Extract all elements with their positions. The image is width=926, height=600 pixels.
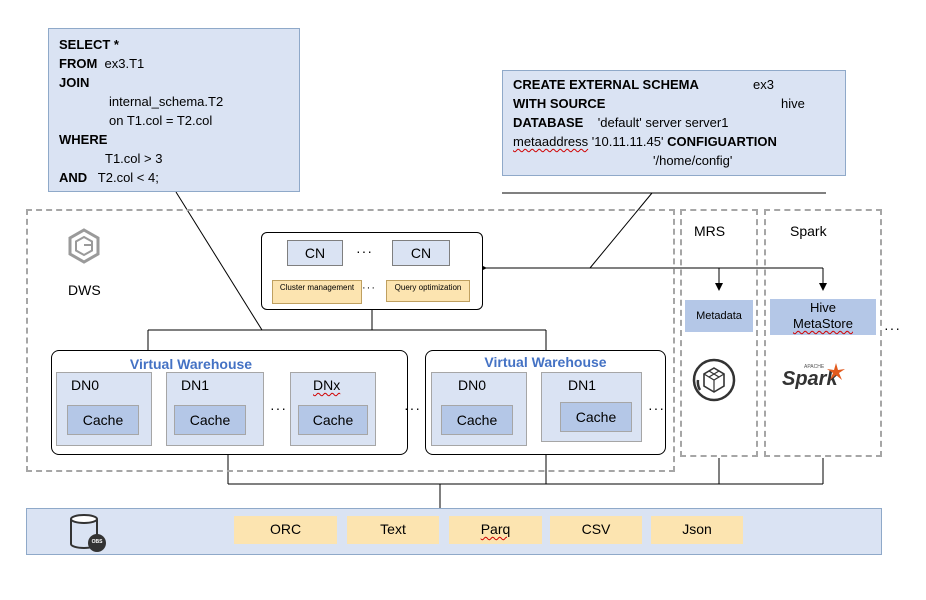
cache-block: Cache (441, 405, 513, 435)
obs-label: OBS (91, 539, 103, 545)
schema-line4-prefix: metaaddress (513, 134, 589, 149)
dn-node-label: DNx (313, 377, 341, 393)
dn-ellipsis: ··· (648, 400, 665, 416)
create-schema-box: CREATE EXTERNAL SCHEMA ex3 WITH SOURCE hiv… (502, 70, 846, 176)
format-text: Text (347, 516, 439, 544)
dws-logo-icon (66, 228, 102, 264)
virtual-warehouse-right-title: Virtual Warehouse (484, 354, 607, 370)
dn-node-label: DN1 (568, 377, 597, 393)
sql-select-keyword: SELECT (59, 37, 111, 52)
cache-block: Cache (560, 402, 632, 432)
sql-query-box: SELECT * FROM ex3.T1 JOIN internal_schem… (48, 28, 300, 192)
format-json: Json (651, 516, 743, 544)
cache-block: Cache (67, 405, 139, 435)
sql-join-table: internal_schema.T2 (109, 94, 224, 109)
spark-logo-icon: APACHE Spark (782, 362, 852, 396)
hive-metastore-line2: MetaStore (793, 316, 853, 331)
schema-line1-value: ex3 (753, 77, 774, 92)
hive-metastore-line1: Hive (809, 300, 836, 315)
cache-block: Cache (298, 405, 368, 435)
format-csv: CSV (550, 516, 642, 544)
metadata-block: Metadata (685, 300, 753, 332)
spark-logo-small-text: APACHE (804, 364, 825, 370)
sql-where-keyword: WHERE (59, 132, 108, 147)
sql-join-on: on T1.col = T2.col (109, 113, 213, 128)
dn-ellipsis: ··· (270, 400, 287, 416)
cn-ellipsis: ··· (356, 243, 373, 259)
schema-line2-value: hive (781, 96, 805, 111)
spark-container (764, 209, 882, 457)
sql-from-value: ex3.T1 (104, 56, 145, 71)
schema-line3-keyword: DATABASE (513, 115, 584, 130)
hive-metastore-block: Hive MetaStore (770, 299, 876, 335)
cluster-management-tag: Cluster management (272, 280, 362, 304)
vw-ellipsis: ··· (404, 400, 421, 416)
sql-select-value: * (113, 37, 119, 52)
cn-node-left: CN (287, 240, 343, 266)
dws-label: DWS (68, 282, 101, 298)
schema-line4-keyword: CONFIGUARTION (667, 134, 777, 149)
format-parquet: Parq (449, 516, 542, 544)
query-optimization-tag: Query optimization (386, 280, 470, 302)
format-orc: ORC (234, 516, 337, 544)
spark-label: Spark (790, 223, 827, 239)
virtual-warehouse-left-title: Virtual Warehouse (129, 356, 253, 372)
dn-node-label: DN0 (71, 377, 100, 393)
dn-node-label: DN1 (181, 377, 210, 393)
obs-storage-icon: OBS (66, 512, 110, 554)
dn-node-label: DN0 (458, 377, 487, 393)
sql-from-keyword: FROM (59, 56, 98, 71)
schema-line5-value: '/home/config' (653, 153, 733, 168)
tag-ellipsis: ··· (362, 282, 376, 294)
cache-block: Cache (174, 405, 246, 435)
schema-line1-keyword: CREATE EXTERNAL SCHEMA (513, 77, 699, 92)
sql-join-keyword: JOIN (59, 75, 90, 90)
schema-line2-keyword: WITH SOURCE (513, 96, 606, 111)
spark-logo-text: Spark (782, 368, 838, 390)
sql-where-condition: T1.col > 3 (105, 151, 163, 166)
mrs-logo-icon (690, 356, 738, 404)
spark-ellipsis: ··· (884, 320, 901, 336)
format-parquet-label: Parq (480, 521, 511, 537)
sql-and-keyword: AND (59, 170, 88, 185)
cn-node-right: CN (392, 240, 450, 266)
schema-line3-value: 'default' server server1 (597, 115, 729, 130)
dws-container (26, 209, 675, 472)
sql-and-condition: T2.col < 4; (97, 170, 159, 185)
mrs-container (680, 209, 758, 457)
schema-line4-value: '10.11.11.45' (591, 134, 664, 149)
mrs-label: MRS (694, 223, 726, 239)
